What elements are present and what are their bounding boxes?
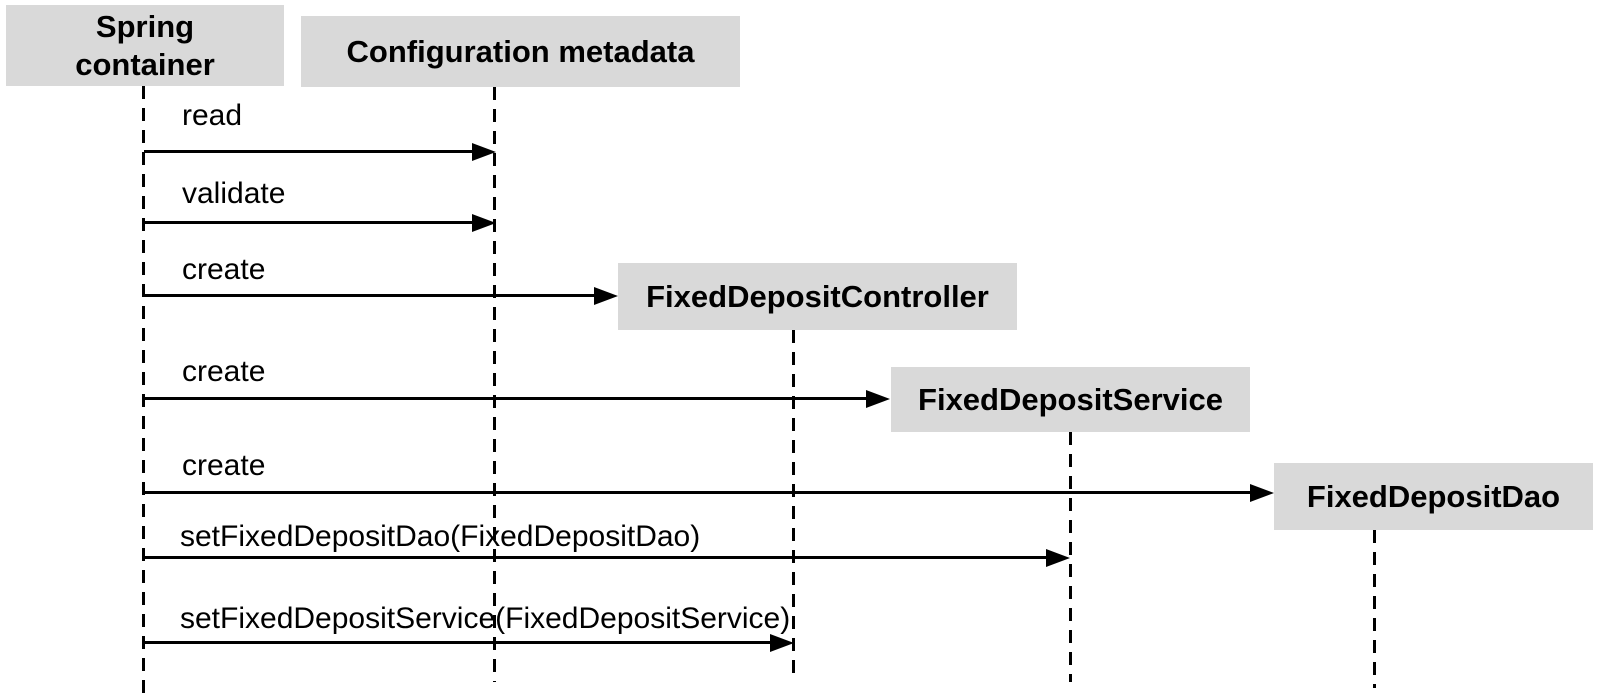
message-arrow-create-service [144,390,890,408]
message-label-create-controller: create [182,253,266,286]
participant-fixeddepositservice: FixedDepositService [891,367,1250,432]
arrow-shaft [144,150,476,153]
message-arrow-validate [144,214,496,232]
arrowhead-icon [770,634,794,652]
lifeline-fixeddepositdao [1373,530,1376,688]
arrowhead-icon [472,214,496,232]
arrow-shaft [144,556,1050,559]
message-arrow-read [144,143,496,161]
message-label-setfixeddepositdao: setFixedDepositDao(FixedDepositDao) [180,520,701,553]
arrow-shaft [144,491,1254,494]
participant-spring-container: Spring container [6,5,284,86]
message-label-create-service: create [182,355,266,388]
arrowhead-icon [1046,549,1070,567]
arrow-shaft [144,397,870,400]
message-label-create-dao: create [182,449,266,482]
participant-fixeddepositcontroller: FixedDepositController [618,263,1017,330]
arrowhead-icon [866,390,890,408]
participant-configuration-metadata: Configuration metadata [301,16,740,87]
arrowhead-icon [594,287,618,305]
arrow-shaft [144,294,598,297]
message-label-validate: validate [182,177,286,210]
message-label-setfixeddepositservice: setFixedDepositService(FixedDepositServi… [180,602,791,635]
message-arrow-setfixeddepositservice [144,634,794,652]
message-arrow-setfixeddepositdao [144,549,1070,567]
message-label-read: read [182,99,243,132]
lifeline-spring-container [142,86,145,694]
lifeline-fixeddepositservice [1069,432,1072,682]
message-arrow-create-dao [144,484,1274,502]
message-arrow-create-controller [144,287,618,305]
arrow-shaft [144,221,476,224]
arrowhead-icon [1250,484,1274,502]
arrowhead-icon [472,143,496,161]
arrow-shaft [144,641,774,644]
participant-fixeddepositdao: FixedDepositDao [1274,463,1593,530]
lifeline-fixeddepositcontroller [792,330,795,682]
lifeline-configuration-metadata [493,87,496,682]
